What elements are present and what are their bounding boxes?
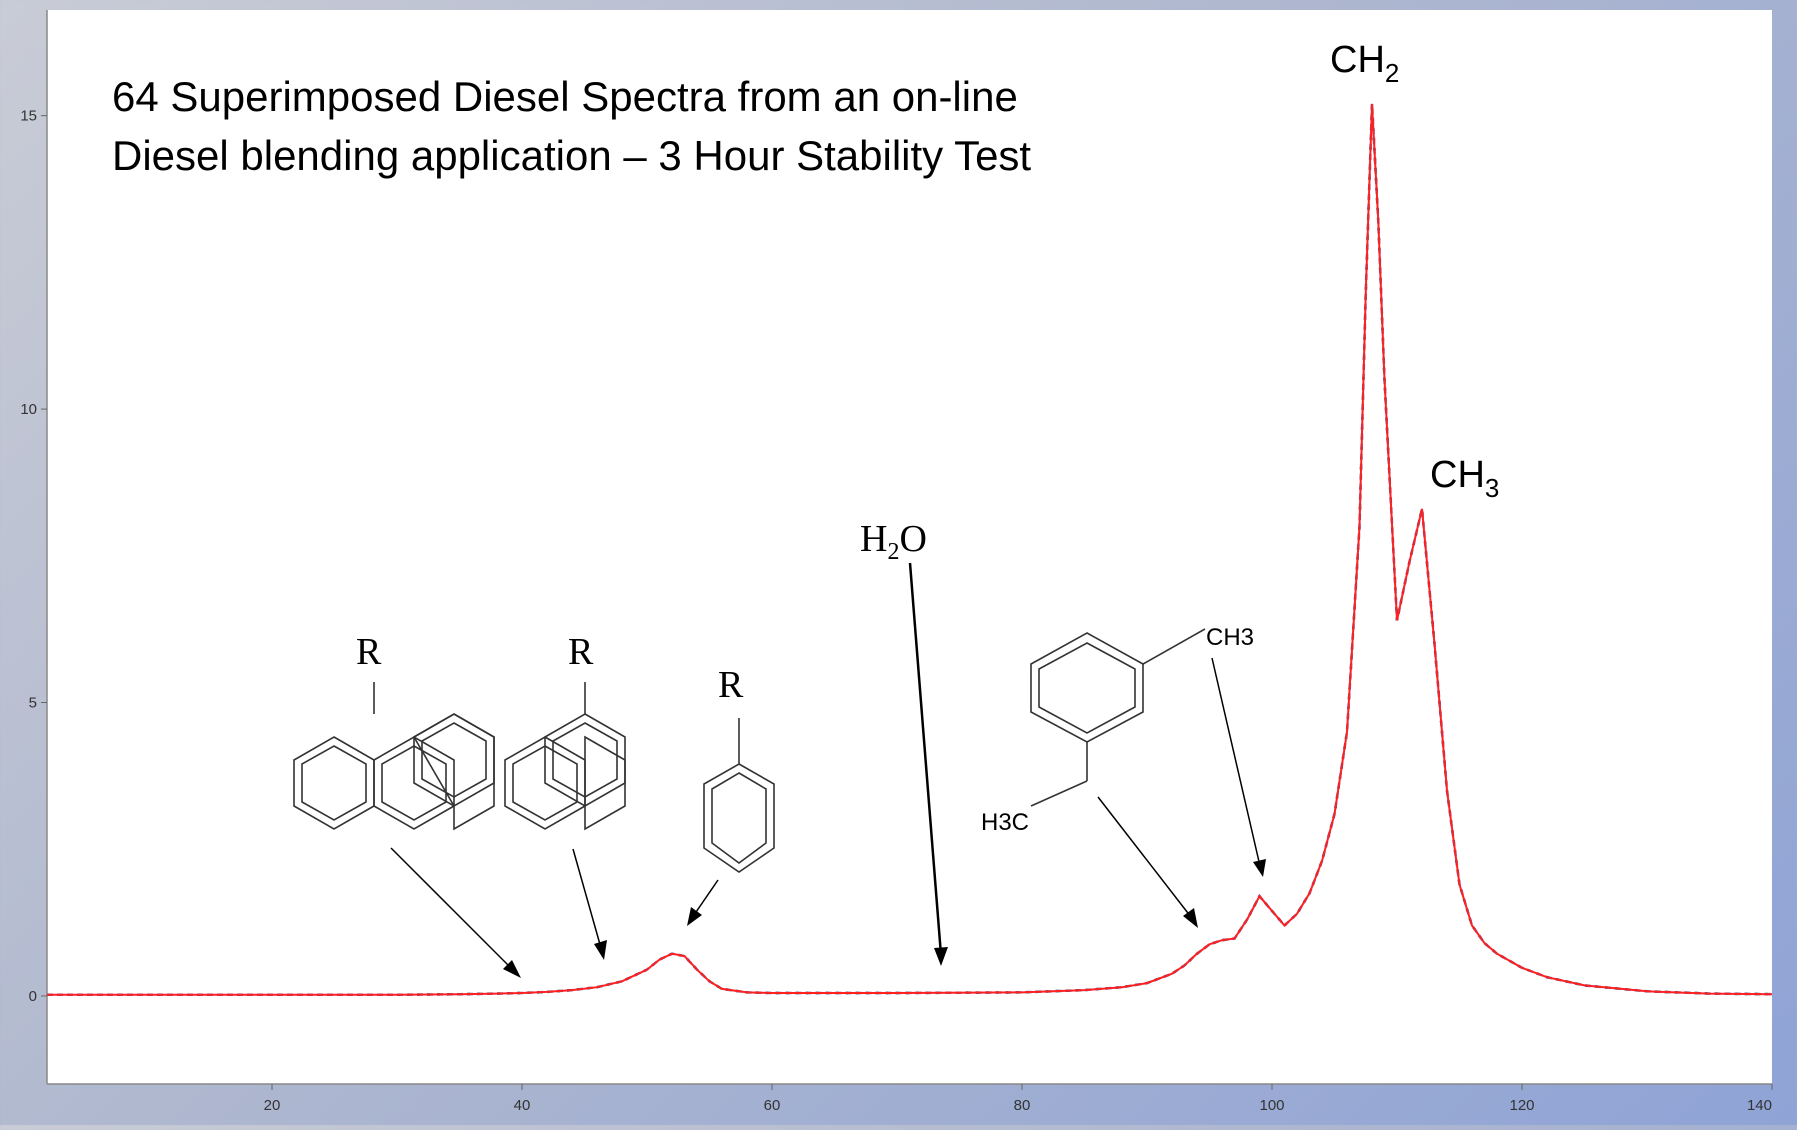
x-tick-label: 60 [764,1097,781,1114]
r-label-benzene: R [718,664,744,706]
ch3-struct-label: CH3 [1206,624,1254,651]
r-label-anthracene: R [356,631,382,673]
x-tick-label: 140 [1747,1097,1772,1114]
naphthalene-arrow [572,848,607,960]
series-lines [47,103,1773,997]
axis-ticks: 20 40 60 80 100 120 140 0 5 10 15 [20,108,1773,1114]
y-tick-label: 15 [20,108,37,125]
anthracene-arrow [390,847,521,978]
h2o-label: H2O [860,518,927,565]
x-tick-label: 20 [264,1097,281,1114]
benzene-arrow [687,879,719,926]
anthracene-structure [293,682,495,831]
x-tick-label: 80 [1014,1097,1031,1114]
y-tick-label: 0 [29,988,37,1005]
ch3-peak-label: CH3 [1430,454,1499,503]
benzene-structure [703,718,775,873]
y-tick-label: 5 [29,695,37,712]
r-label-naphthalene: R [568,631,594,673]
h3c-struct-label: H3C [981,809,1029,836]
x-tick-label: 40 [514,1097,531,1114]
ch2-peak-label: CH2 [1330,39,1399,88]
naphthalene-structure [504,682,626,831]
plot-area [47,10,1772,1084]
xylene-arrow-1 [1097,796,1198,928]
chart-title-line-2: Diesel blending application – 3 Hour Sta… [112,132,1031,179]
xylene-structure [1030,628,1206,807]
spectrum-line [47,103,1773,996]
x-tick-label: 120 [1509,1097,1534,1114]
x-tick-label: 100 [1259,1097,1284,1114]
xylene-arrow-2 [1211,657,1266,877]
chart-title-line-1: 64 Superimposed Diesel Spectra from an o… [112,73,1018,120]
h2o-arrow [908,562,948,966]
y-tick-label: 10 [20,401,37,418]
